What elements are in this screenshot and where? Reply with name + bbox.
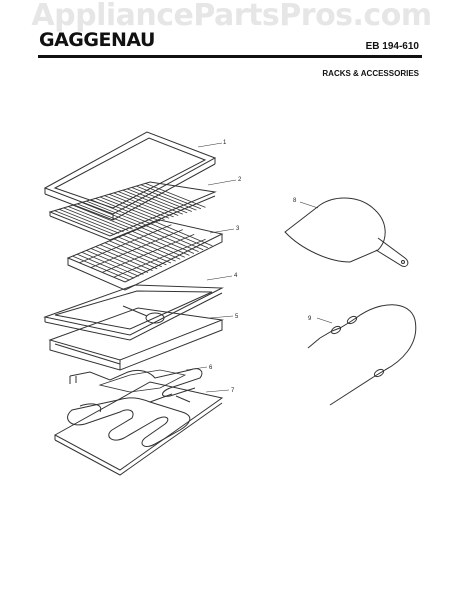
part-9-meat-probe — [307, 304, 417, 406]
callout-2: 2 — [238, 177, 242, 183]
rack-bar — [136, 229, 195, 254]
rack-bar — [113, 238, 206, 278]
rack-bar — [58, 208, 120, 234]
rack-bar — [123, 234, 181, 260]
rack-bar — [146, 225, 204, 251]
rack-bar — [118, 191, 179, 216]
rack-bar — [72, 255, 130, 281]
rack-bar — [127, 232, 185, 258]
watermark-text: AppliancePartsPros.com — [31, 0, 432, 33]
rack-bar — [100, 244, 158, 270]
rack-bar — [113, 192, 174, 218]
rack-bar — [104, 242, 162, 268]
rack-bar — [86, 250, 144, 275]
rack-bar — [118, 236, 176, 262]
rack-bar — [127, 188, 188, 214]
rack-bar — [113, 238, 172, 264]
rack-bar — [95, 197, 156, 223]
callout-9: 9 — [308, 316, 312, 322]
part-1-tray — [43, 131, 217, 221]
section-title: RACKS & ACCESSORIES — [322, 69, 419, 78]
part-5-deep-pan — [48, 307, 224, 371]
header-rule — [38, 55, 422, 58]
brand-logo: GAGGENAU — [39, 29, 155, 51]
rack-bar — [131, 187, 192, 212]
rack-bar — [81, 251, 139, 277]
rack-bar — [77, 203, 138, 229]
callout-7: 7 — [231, 388, 235, 394]
rack-bar — [108, 193, 170, 219]
rack-bar — [145, 182, 206, 208]
callout-8: 8 — [293, 198, 297, 204]
rack-bar — [77, 253, 135, 279]
rack-bar — [99, 196, 161, 222]
callout-6: 6 — [209, 365, 213, 371]
part-4-pan — [43, 284, 224, 341]
callout-1: 1 — [223, 140, 227, 146]
rack-bar — [102, 234, 195, 273]
callout-3: 3 — [236, 226, 240, 232]
rack-bar — [54, 210, 115, 236]
rack-bar — [140, 184, 202, 210]
rack-bar — [90, 229, 183, 268]
rack-bar — [155, 221, 213, 247]
part-8-pizza-peel — [284, 197, 409, 267]
part-7-element-sheet — [53, 381, 224, 476]
rack-bar — [150, 223, 208, 249]
rack-bar — [122, 189, 183, 215]
callout-5: 5 — [235, 314, 239, 320]
rack-bar — [90, 248, 149, 273]
rack-bar — [95, 246, 153, 271]
rack-bar — [68, 206, 129, 231]
part-2-rack — [48, 181, 217, 241]
part-3-grid — [66, 219, 224, 291]
rack-bar — [141, 227, 199, 252]
rack-bar — [132, 231, 190, 256]
rack-bar — [72, 204, 133, 230]
rack-bar — [90, 199, 152, 225]
rack-bar — [109, 240, 167, 266]
rack-bar — [79, 224, 172, 264]
leader-lines — [185, 142, 333, 393]
callout-4: 4 — [234, 273, 238, 279]
part-6-heating-element — [69, 368, 203, 397]
rack-bar — [86, 200, 147, 226]
rack-bar — [136, 185, 197, 211]
rack-bar — [104, 195, 165, 221]
rack-bar — [63, 207, 124, 233]
model-number: EB 194-610 — [365, 41, 419, 52]
rack-bar — [81, 202, 142, 227]
